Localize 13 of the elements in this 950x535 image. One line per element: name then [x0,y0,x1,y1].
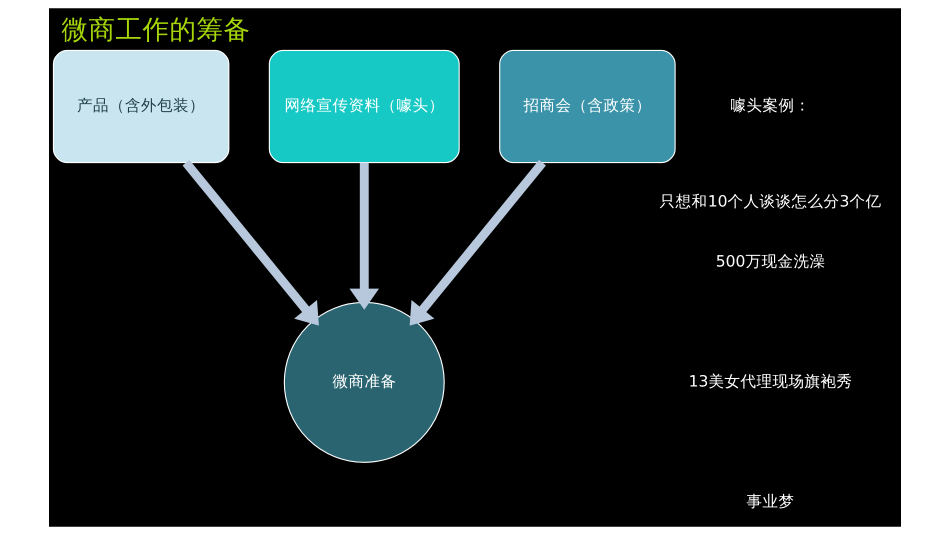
label: 只想和10个人谈谈怎么分3个亿 [660,192,882,211]
arrow [182,160,319,326]
label: 500万现金洗澡 [716,252,826,271]
arrow [350,162,380,310]
label: 事业梦 [746,492,795,510]
node-circle: 微商准备 [284,302,445,463]
node-box: 产品（含外包装） [52,50,230,164]
node-box: 网络宣传资料（噱头） [268,50,460,164]
label: 噱头案例： [730,96,811,115]
diagram-title: 微商工作的筹备 [62,14,251,46]
node-box: 招商会（含政策） [499,50,676,164]
label: 13美女代理现场旗袍秀 [688,372,852,390]
arrow [410,160,546,326]
